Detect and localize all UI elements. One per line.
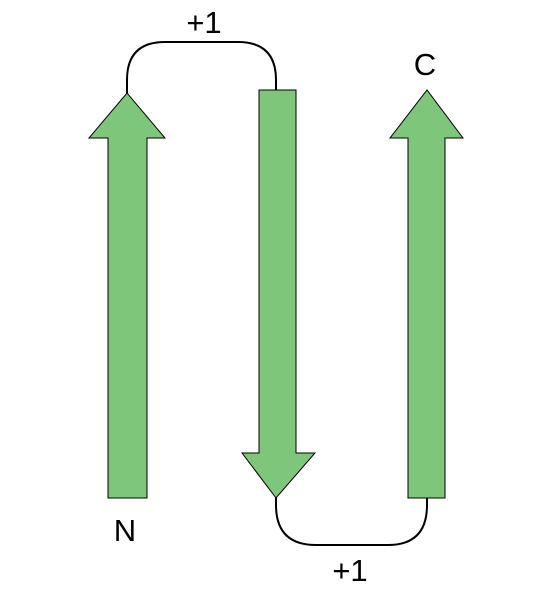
loop-bottom-label: +1 — [332, 553, 367, 588]
strand-3-arrow — [388, 89, 464, 499]
loop-top-connector — [126, 41, 277, 95]
loop-top-label: +1 — [186, 5, 221, 40]
loop-bottom-connector — [275, 496, 428, 546]
n-terminus-label: N — [114, 513, 136, 548]
strand-2-arrow — [240, 89, 317, 499]
c-terminus-label: C — [414, 47, 436, 82]
strand-1-arrow — [87, 92, 167, 499]
